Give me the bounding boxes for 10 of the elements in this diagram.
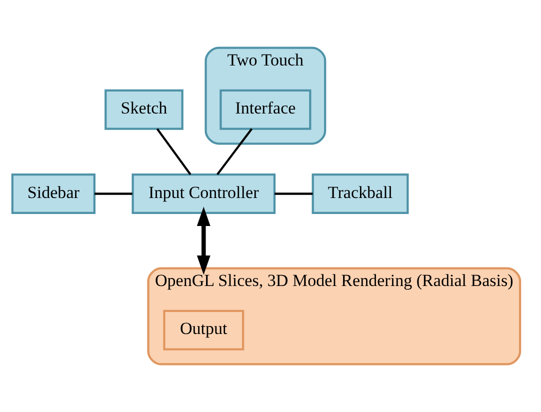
node-box: Trackball (312, 174, 409, 214)
node-box: Output (163, 310, 244, 350)
connector (94, 192, 132, 195)
node-box: Sidebar (11, 174, 96, 214)
connector (156, 128, 192, 176)
arrow (196, 206, 210, 275)
node-box: Input Controller (132, 174, 276, 214)
node-box: Interface (220, 89, 312, 130)
node-box: Sketch (104, 89, 184, 130)
connector (274, 192, 313, 195)
